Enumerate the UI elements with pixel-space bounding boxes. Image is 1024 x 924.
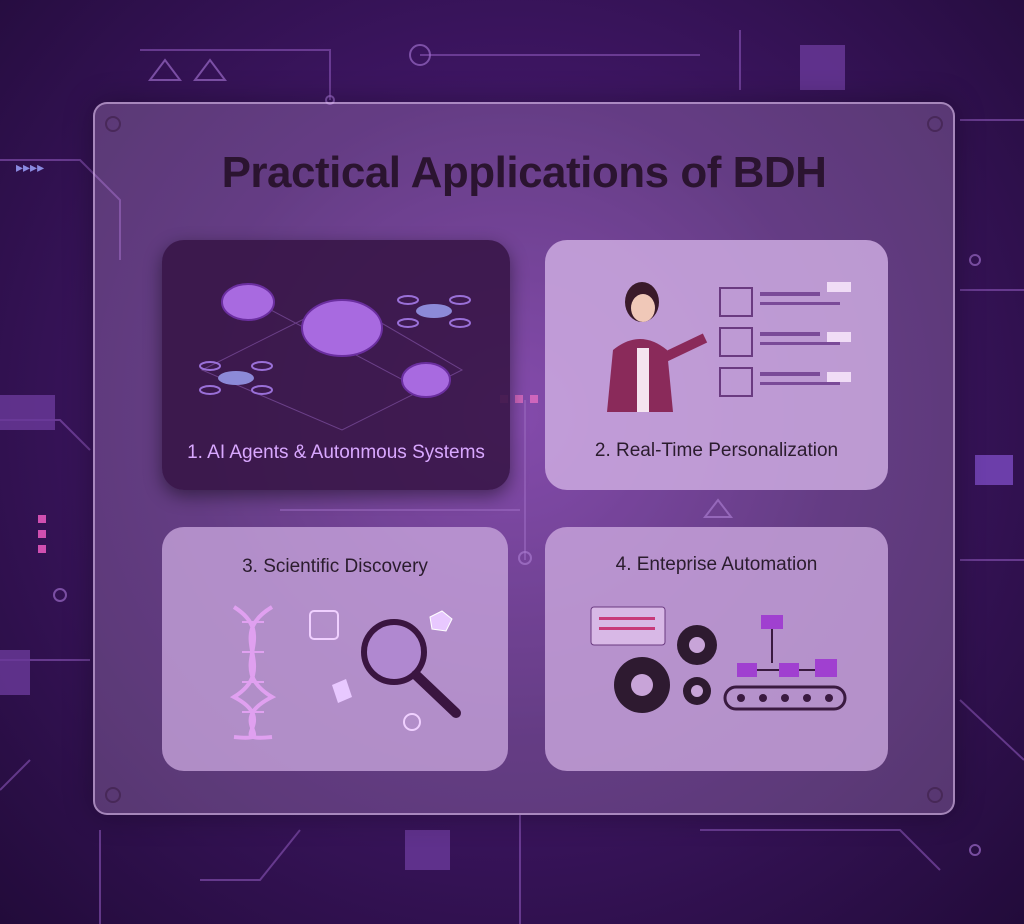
- card-ai-agents: 1. AI Agents & Autonmous Systems: [162, 240, 510, 490]
- screw-icon: [927, 116, 943, 132]
- card-personalization: 2. Real-Time Personalization: [545, 240, 888, 490]
- card-enterprise-automation: 4. Enteprise Automation: [545, 527, 888, 771]
- card-scientific-discovery: 3. Scientific Discovery: [162, 527, 508, 771]
- card-label: 4. Enteprise Automation: [615, 554, 818, 575]
- card-label: 2. Real-Time Personalization: [594, 440, 839, 461]
- brains-drones-icon: [199, 283, 471, 431]
- svg-text:▸▸▸▸: ▸▸▸▸: [16, 159, 44, 175]
- dna-magnifier-icon: [229, 605, 461, 740]
- card-label: 3. Scientific Discovery: [242, 556, 428, 577]
- page-title: Practical Applications of BDH: [221, 148, 827, 197]
- screw-icon: [105, 787, 121, 803]
- screw-icon: [105, 116, 121, 132]
- screw-icon: [927, 787, 943, 803]
- card-label: 1. AI Agents & Autonmous Systems: [187, 442, 485, 463]
- person-dashboard-icon: [607, 282, 851, 412]
- gears-conveyor-icon: [590, 606, 847, 713]
